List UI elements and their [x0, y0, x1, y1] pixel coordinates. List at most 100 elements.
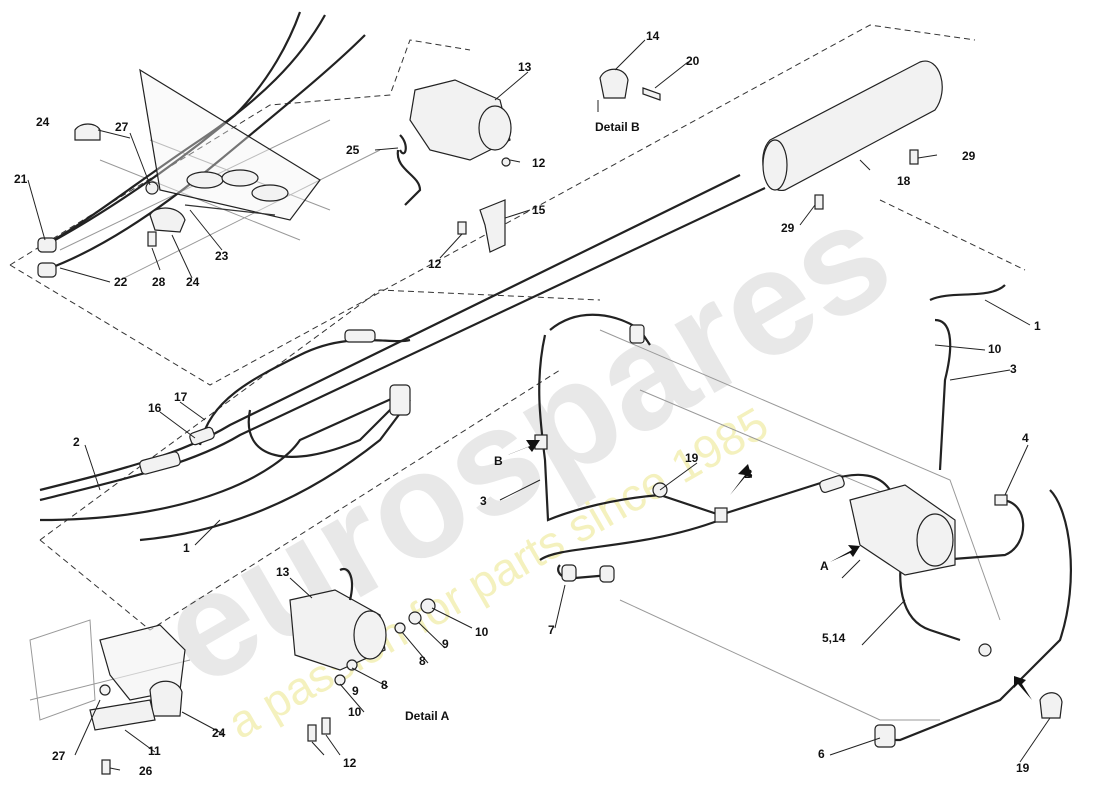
fitting-22	[37, 262, 57, 278]
callout-6: 6	[818, 747, 825, 761]
callout-19-bottom: 19	[1016, 761, 1030, 775]
callout-12-bottom: 12	[343, 756, 357, 770]
bolt-20	[642, 87, 661, 101]
callout-28: 28	[152, 275, 166, 289]
bolt-12-mid	[457, 221, 467, 235]
fitting-16	[189, 426, 215, 446]
callout-21: 21	[14, 172, 28, 186]
callout-1-left: 1	[183, 541, 190, 555]
detail-b-caption: Detail B	[595, 120, 640, 134]
bracket-11	[89, 699, 156, 731]
clip-27-top	[145, 181, 159, 195]
pipe-network-right	[534, 284, 1073, 748]
callout-27-bottom: 27	[52, 749, 66, 763]
leader-lines	[27, 39, 1051, 771]
clip-27-bottom	[99, 684, 111, 696]
canister-18	[762, 60, 943, 210]
fitting-upper	[389, 384, 411, 416]
callout-8-lower: 8	[381, 678, 388, 692]
fitting-21	[37, 237, 57, 253]
bolt-28	[147, 231, 157, 247]
detail-a-caption: Detail A	[405, 709, 450, 723]
callout-29-left: 29	[781, 221, 795, 235]
bolt-29-left	[814, 194, 824, 210]
washer-8	[394, 622, 406, 634]
bolt-29-right	[909, 149, 919, 165]
callout-14: 14	[646, 29, 660, 43]
pump-detail-a	[289, 567, 436, 742]
callout-26: 26	[139, 764, 153, 778]
callout-15: 15	[532, 203, 546, 217]
callout-24-bottom: 24	[212, 726, 226, 740]
connector-right	[978, 643, 992, 657]
callout-25: 25	[346, 143, 360, 157]
fitting-17	[344, 329, 376, 343]
callout-11: 11	[148, 744, 161, 758]
arrow-a	[830, 545, 860, 562]
callout-7: 7	[548, 623, 555, 637]
clip-19-bottom	[1039, 692, 1063, 719]
callout-10-detail-a: 10	[475, 625, 489, 639]
bolt-12-left	[307, 724, 317, 742]
bolt-26	[101, 759, 111, 775]
bracket-bottom-left	[89, 624, 186, 775]
arrow-b-left	[505, 440, 540, 456]
callout-24-top: 24	[36, 115, 50, 129]
bracket-15	[457, 199, 506, 253]
bolt-12-top	[501, 157, 511, 167]
clip-24-mid	[149, 207, 186, 233]
detail-b-parts	[599, 68, 661, 101]
fitting-2	[139, 451, 181, 475]
callout-8-upper: 8	[419, 654, 426, 668]
callout-22: 22	[114, 275, 128, 289]
callout-12-mid: 12	[428, 257, 442, 271]
callout-10-lower: 10	[348, 705, 362, 719]
callout-5-14: 5,14	[822, 631, 846, 645]
callout-1-right: 1	[1034, 319, 1041, 333]
pump-detail-b-top	[396, 79, 512, 206]
callout-29-right: 29	[962, 149, 976, 163]
callout-20: 20	[686, 54, 700, 68]
fitting-7-left	[561, 564, 577, 582]
callout-3-right: 3	[1010, 362, 1017, 376]
long-pipes	[39, 174, 766, 542]
clip-24-top	[74, 123, 101, 141]
clip-24-bottom	[149, 680, 183, 717]
washer-8-lower	[346, 659, 358, 671]
union-10	[420, 598, 436, 614]
washer-9-lower	[334, 674, 346, 686]
pipe-cluster-top-left	[37, 11, 366, 278]
callout-17: 17	[174, 390, 188, 404]
callout-2: 2	[73, 435, 80, 449]
arrow-label-b-right: B	[744, 467, 753, 481]
fitting-upper-right	[629, 324, 645, 344]
pump-assembly-right	[849, 484, 1008, 576]
callout-10-right: 10	[988, 342, 1002, 356]
watermark-brand: eurospares	[132, 168, 916, 718]
callout-13-detail-a: 13	[276, 565, 290, 579]
view-arrows: B B A	[494, 440, 1032, 700]
fitting-4	[994, 494, 1008, 506]
callout-9-upper: 9	[442, 637, 449, 651]
callout-23: 23	[215, 249, 229, 263]
washer-9	[408, 611, 422, 625]
fitting-6	[874, 724, 896, 748]
bolt-12-right	[321, 717, 331, 735]
callout-12-top: 12	[532, 156, 546, 170]
fitting-7-right	[599, 565, 615, 583]
callout-9-lower: 9	[352, 684, 359, 698]
callout-3-left: 3	[480, 494, 487, 508]
detail-b-marker	[714, 507, 728, 523]
callout-4: 4	[1022, 431, 1029, 445]
arrow-b-right	[730, 464, 752, 495]
callout-16: 16	[148, 401, 162, 415]
arrow-label-a: A	[820, 559, 829, 573]
watermark: eurospares a passion for parts since 198…	[132, 168, 916, 749]
arrow-right-lower	[1014, 676, 1032, 700]
callout-19-mid: 19	[685, 451, 699, 465]
callout-labels: 1 1 2 3 3 4 5,14 6 7 8 8 9 9 10 10 10 11…	[14, 29, 1041, 778]
clip-14	[599, 68, 629, 99]
callout-18: 18	[897, 174, 911, 188]
